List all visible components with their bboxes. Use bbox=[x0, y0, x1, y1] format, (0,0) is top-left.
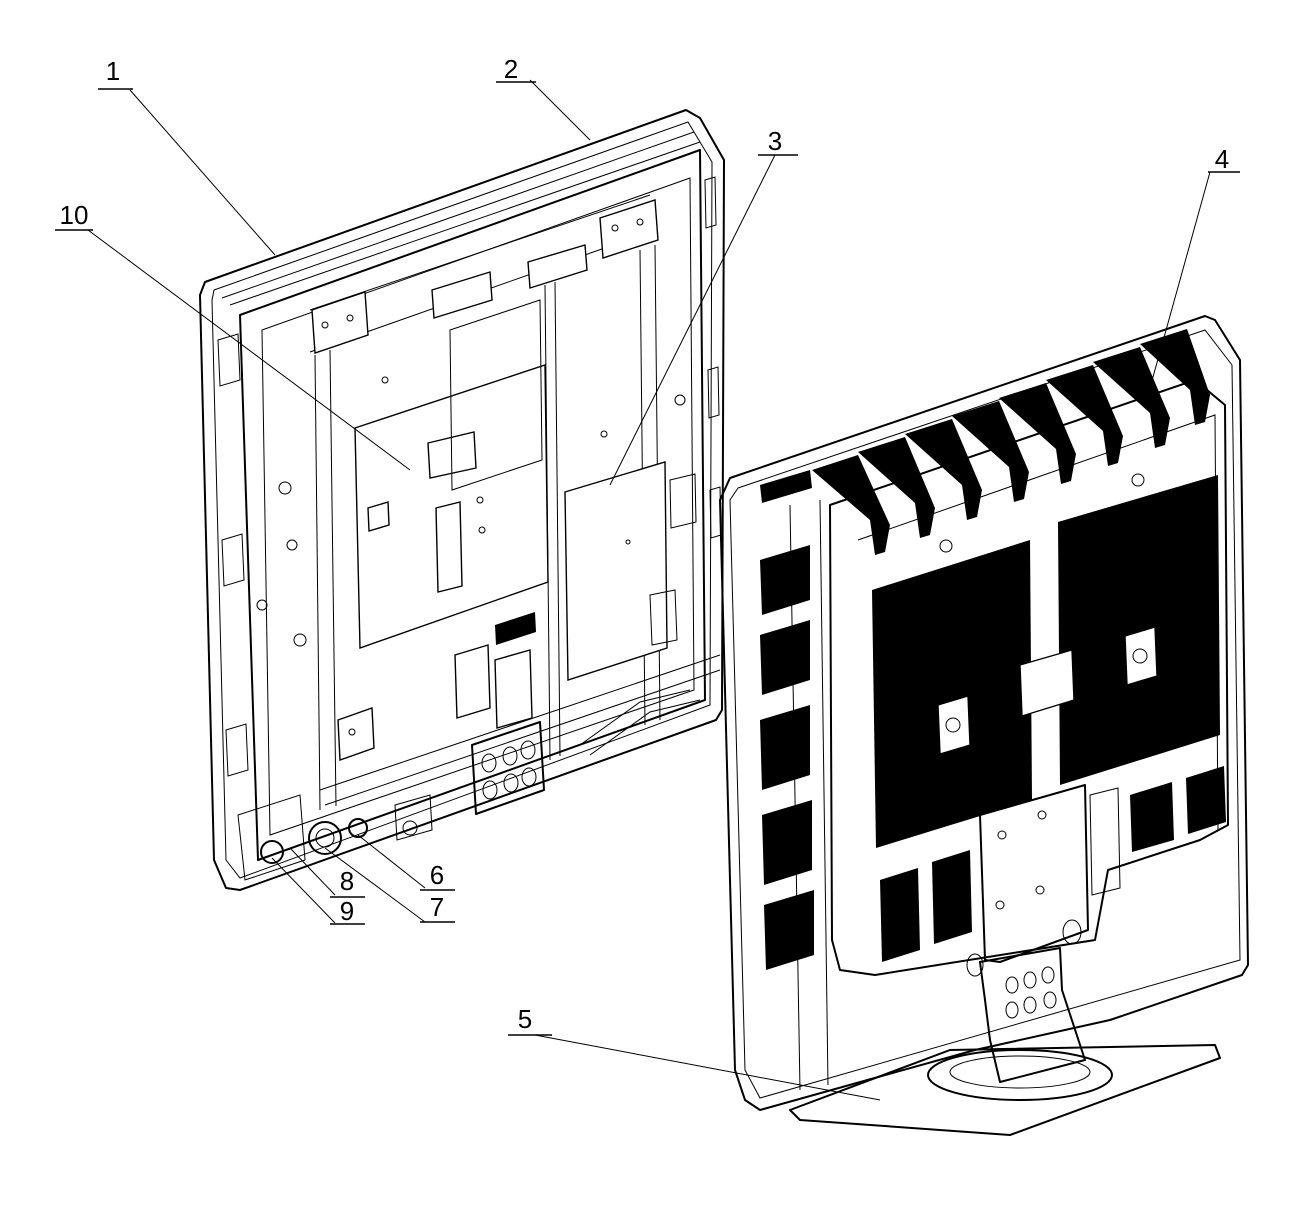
callout-labels: 1 2 3 4 5 6 7 8 bbox=[55, 54, 1240, 1036]
callout-4: 4 bbox=[1208, 144, 1240, 174]
callout-10: 10 bbox=[55, 200, 93, 231]
back-housing bbox=[829, 379, 1229, 976]
callout-7: 7 bbox=[420, 892, 455, 923]
callout-4-number: 4 bbox=[1215, 144, 1229, 174]
front-bezel-assembly bbox=[199, 109, 725, 891]
callout-6-number: 6 bbox=[430, 860, 444, 890]
callout-8: 8 bbox=[330, 866, 365, 898]
callout-5: 5 bbox=[508, 1004, 552, 1036]
callout-1-number: 1 bbox=[106, 56, 120, 86]
chassis-plate bbox=[261, 177, 695, 836]
callout-10-number: 10 bbox=[60, 200, 89, 230]
callout-9-number: 9 bbox=[340, 896, 354, 926]
callout-leaders bbox=[87, 79, 1211, 1101]
stand-neck bbox=[979, 947, 1086, 1083]
callout-9: 9 bbox=[330, 896, 365, 926]
panel-frame bbox=[239, 149, 706, 861]
callout-3: 3 bbox=[758, 126, 798, 156]
leader-2 bbox=[529, 79, 591, 141]
knob bbox=[308, 821, 342, 855]
leader-3 bbox=[609, 154, 776, 486]
callout-2-number: 2 bbox=[504, 54, 518, 84]
leader-5 bbox=[534, 1034, 881, 1101]
stand-assembly bbox=[789, 947, 1221, 1136]
stand-mount-plate bbox=[979, 784, 1089, 963]
front-bezel bbox=[199, 109, 725, 891]
callout-3-number: 3 bbox=[768, 126, 782, 156]
back-grille-right bbox=[1058, 475, 1220, 785]
stand-base bbox=[789, 1044, 1221, 1136]
callout-2: 2 bbox=[496, 54, 536, 84]
callout-5-number: 5 bbox=[518, 1004, 532, 1034]
leader-9 bbox=[271, 857, 336, 924]
side-vents bbox=[760, 545, 814, 970]
leader-8 bbox=[289, 847, 336, 896]
callout-7-number: 7 bbox=[430, 892, 444, 922]
callout-8-number: 8 bbox=[340, 866, 354, 896]
back-grille-left bbox=[872, 540, 1032, 848]
leader-1 bbox=[129, 89, 276, 256]
leader-10 bbox=[87, 229, 411, 471]
rear-cover-assembly bbox=[719, 315, 1249, 1111]
rear-cover bbox=[719, 315, 1249, 1111]
callout-6: 6 bbox=[420, 860, 455, 891]
top-vents bbox=[760, 329, 1210, 555]
io-connector-panel bbox=[471, 721, 545, 815]
leader-4 bbox=[1147, 171, 1211, 396]
leader-7 bbox=[324, 847, 426, 923]
leader-6 bbox=[357, 834, 426, 889]
power-board bbox=[564, 461, 668, 681]
callout-1: 1 bbox=[98, 56, 133, 90]
